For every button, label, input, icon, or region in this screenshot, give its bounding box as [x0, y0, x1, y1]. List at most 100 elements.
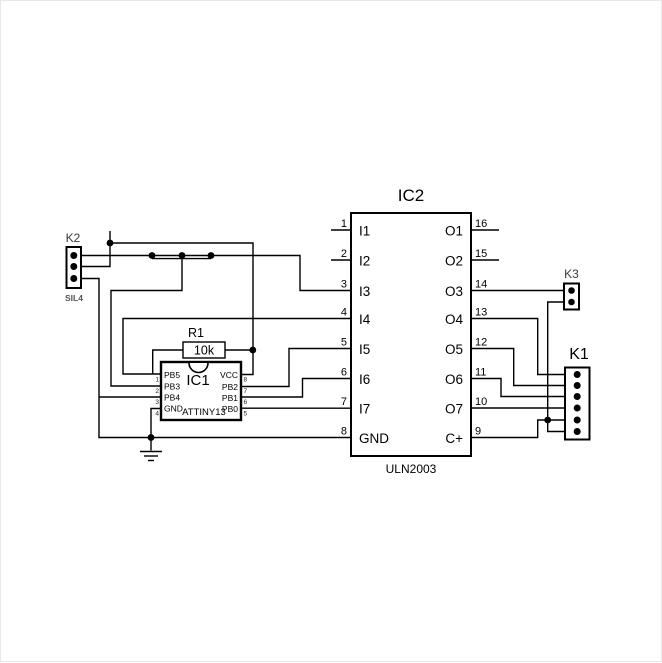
wire-r1-left: [151, 349, 183, 374]
connector-pin: [573, 382, 581, 389]
k2-ref: K2: [66, 231, 81, 245]
r1-body: [182, 341, 226, 359]
wire-k3pin2-k1pin6: [547, 301, 565, 433]
ic1-pin-label-pb0: PB0: [222, 404, 238, 414]
ic2-pin-label-o1: O1: [445, 224, 463, 239]
ic2-pin-number-15: 15: [475, 248, 487, 260]
ic2-pin-label-o6: O6: [445, 372, 463, 387]
wire-tap-pb3: [110, 255, 183, 387]
junction-dot: [207, 252, 215, 259]
ic2-pin-number-3: 3: [341, 279, 347, 291]
wire-vcc-run: [110, 242, 254, 376]
connector-pin: [573, 416, 581, 424]
ic1-pin-label-vcc: VCC: [220, 370, 238, 380]
wire-i4-pb5: [122, 317, 351, 375]
junction-dots: [106, 239, 552, 441]
ic2-pin-number-14: 14: [475, 279, 487, 291]
connector-pin: [568, 298, 575, 306]
wires: [81, 229, 565, 462]
component-k3: K3: [563, 267, 580, 311]
ic2-pin-label-i5: I5: [359, 342, 370, 357]
r1-value: 10k: [194, 344, 215, 358]
ic1-pin-label-pb1: PB1: [222, 393, 238, 403]
ic1-pin-label-pb3: PB3: [164, 382, 180, 392]
ic1-pin-number-5: 5: [244, 411, 248, 418]
k1-body: [564, 366, 591, 441]
ic2-part: ULN2003: [386, 462, 437, 476]
ic2-pin-label-cplus: C+: [445, 431, 463, 446]
ic1-pin-label-pb5: PB5: [164, 370, 180, 380]
ic2-pin-number-16: 16: [475, 218, 487, 230]
wire-pb2-i5: [241, 347, 351, 388]
ic2-pin-label-i6: I6: [359, 372, 370, 387]
wire-o5-k1: [471, 347, 565, 387]
ic1-pin-number-7: 7: [244, 388, 248, 395]
ic1-pin-number-8: 8: [244, 377, 248, 384]
ic2-body: [350, 212, 472, 457]
component-ic2: IC2 ULN2003 1 2 3 4 5 6 7 8 16 15 14 13 …: [341, 186, 487, 476]
junction-dot: [178, 252, 186, 259]
junction-dot: [106, 239, 114, 247]
ic2-ref: IC2: [398, 186, 424, 205]
ic2-pin-label-i4: I4: [359, 312, 371, 327]
component-ic1: IC1 ATTINY13 PB5 PB3 PB4 GND VCC PB2 PB1…: [155, 360, 248, 422]
ic2-pin-number-12: 12: [475, 337, 487, 349]
ic2-pin-label-o4: O4: [445, 312, 464, 327]
ic2-pin-label-i3: I3: [359, 284, 370, 299]
connector-pin: [573, 393, 581, 400]
junction-dot: [249, 346, 257, 354]
k2-subtitle: SIL4: [65, 293, 83, 303]
component-r1: R1 10k: [182, 326, 226, 359]
ic2-pin-number-5: 5: [341, 337, 347, 349]
ic2-pin-number-7: 7: [341, 396, 347, 408]
ic2-pin-label-o2: O2: [445, 254, 463, 269]
wire-o6-k1: [471, 377, 565, 398]
r1-ref: R1: [188, 326, 204, 340]
ic2-pin-number-10: 10: [475, 396, 487, 408]
ic2-pin-label-i2: I2: [359, 254, 370, 269]
ic2-pin-number-1: 1: [341, 218, 347, 230]
k3-body: [563, 282, 580, 311]
component-k2: K2 SIL4: [65, 231, 83, 303]
k3-ref: K3: [564, 267, 579, 281]
junction-dot: [148, 252, 156, 259]
wire-k2pin3-gnd: [81, 277, 351, 439]
wire-k2pin1-i3: [81, 254, 351, 292]
ic2-pin-label-o3: O3: [445, 284, 463, 299]
ic2-pin-number-13: 13: [475, 307, 487, 319]
ic2-pin-number-8: 8: [341, 426, 347, 438]
ic1-pin-number-1: 1: [155, 377, 159, 384]
ic2-pin-label-o5: O5: [445, 342, 463, 357]
ic1-pin-label-pb2: PB2: [222, 382, 238, 392]
ic1-pin-label-pb4: PB4: [164, 393, 180, 403]
wire-pb1-i6: [241, 377, 351, 398]
ic1-part: ATTINY13: [182, 407, 226, 418]
connector-pin: [70, 252, 78, 259]
ic2-pin-number-11: 11: [475, 367, 486, 379]
ic2-pin-number-9: 9: [475, 426, 481, 438]
ic2-pin-number-2: 2: [341, 248, 347, 260]
component-k1: K1: [564, 346, 591, 441]
ic1-notch: [188, 362, 209, 374]
ic1-pin-number-2: 2: [155, 388, 159, 395]
wire-ic1gnd-tap: [150, 407, 161, 438]
ic1-pin-number-4: 4: [155, 411, 159, 418]
ic2-pin-label-o7: O7: [445, 402, 463, 417]
connector-pin: [70, 263, 78, 270]
ic1-ref: IC1: [186, 372, 209, 389]
connector-pin: [70, 275, 78, 282]
connector-pin: [573, 404, 581, 412]
ic2-pin-number-6: 6: [341, 367, 347, 379]
k1-ref: K1: [569, 346, 589, 363]
ic1-pin-number-3: 3: [155, 399, 159, 406]
wire-k2pin2-up: [81, 231, 111, 268]
junction-dot: [147, 434, 155, 441]
ic2-pin-number-4: 4: [341, 307, 347, 319]
ic1-pin-number-6: 6: [244, 399, 248, 406]
ic1-pin-label-gnd: GND: [164, 404, 183, 414]
wire-o4-k1: [471, 317, 565, 376]
connector-pin: [568, 287, 575, 294]
ic2-pin-label-gnd: GND: [359, 431, 389, 446]
